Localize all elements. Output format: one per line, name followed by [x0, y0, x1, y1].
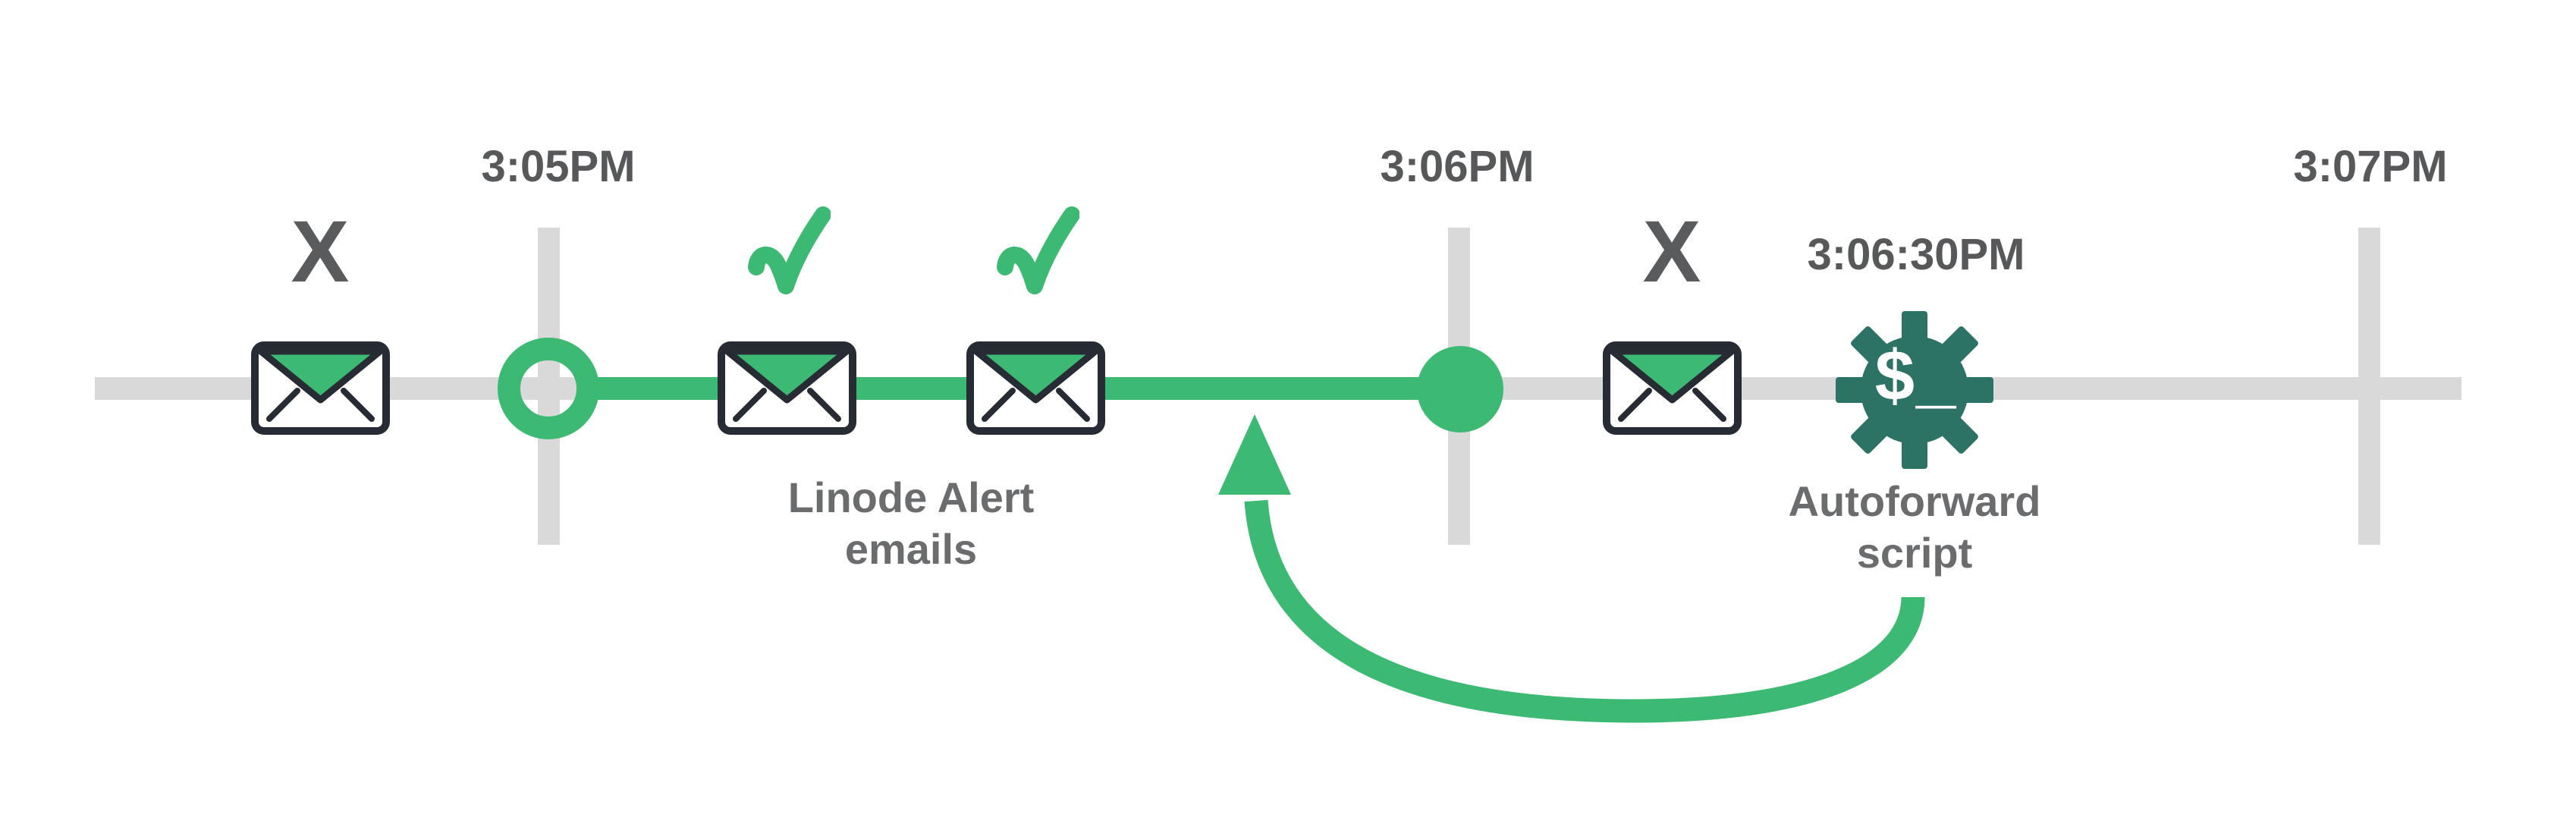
envelope-alert-2-icon [970, 345, 1101, 431]
tick-3-05 [538, 228, 560, 545]
blocked-x-1-icon: X [291, 203, 350, 300]
time-label-3-06: 3:06PM [1380, 142, 1535, 191]
caption-line: script [1856, 529, 1973, 577]
loop-arrow-icon [1218, 414, 1925, 723]
start-ring-icon [498, 338, 599, 439]
gear-icon [1836, 311, 1993, 469]
shell-prompt-label: $_ [1874, 335, 1958, 415]
envelope-alert-1-icon [721, 345, 853, 431]
end-dot-icon [1417, 346, 1503, 432]
autoforward-script-caption: Autoforward script [1789, 476, 2041, 579]
checkmark-1-icon [756, 215, 823, 286]
caption-line: Linode Alert [787, 473, 1035, 521]
envelope-blocked-1-icon [255, 345, 386, 431]
tick-3-07 [2358, 228, 2380, 545]
time-label-3-05: 3:05PM [481, 142, 636, 191]
caption-line: Autoforward [1788, 477, 2041, 525]
checkmark-2-icon [1005, 215, 1072, 286]
time-label-3-07: 3:07PM [2293, 142, 2448, 191]
caption-line: emails [844, 525, 978, 573]
time-label-3-06-30: 3:06:30PM [1807, 230, 2025, 279]
linode-alert-emails-caption: Linode Alert emails [788, 472, 1035, 575]
blocked-x-2-icon: X [1642, 203, 1701, 300]
envelope-blocked-2-icon [1607, 345, 1738, 431]
